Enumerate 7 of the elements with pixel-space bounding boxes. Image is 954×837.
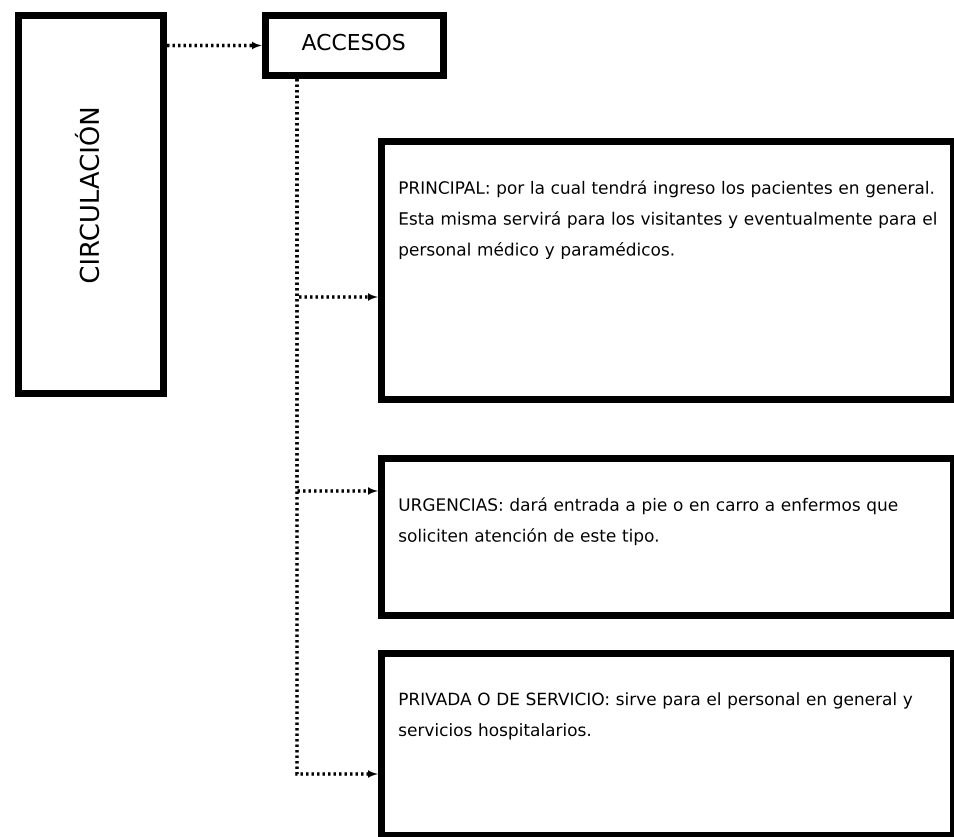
text-box: URGENCIAS: dará entrada a pie o en carro a enfermos que soliciten atención de este tipo. xyxy=(378,455,954,619)
heading-box: ACCESOS xyxy=(262,12,447,79)
text-box: PRIVADA O DE SERVICIO: sirve para el personal en general y servicios hospitalarios. xyxy=(378,650,954,837)
title-box: CIRCULACIÓN xyxy=(15,12,167,397)
arrow xyxy=(167,42,260,49)
arrow xyxy=(295,79,376,778)
text-box: PRINCIPAL: por la cual tendrá ingreso los pacientes en general. Esta misma servirá para los visitantes y eventualmente para el personal médico y paramédicos. xyxy=(378,138,954,403)
